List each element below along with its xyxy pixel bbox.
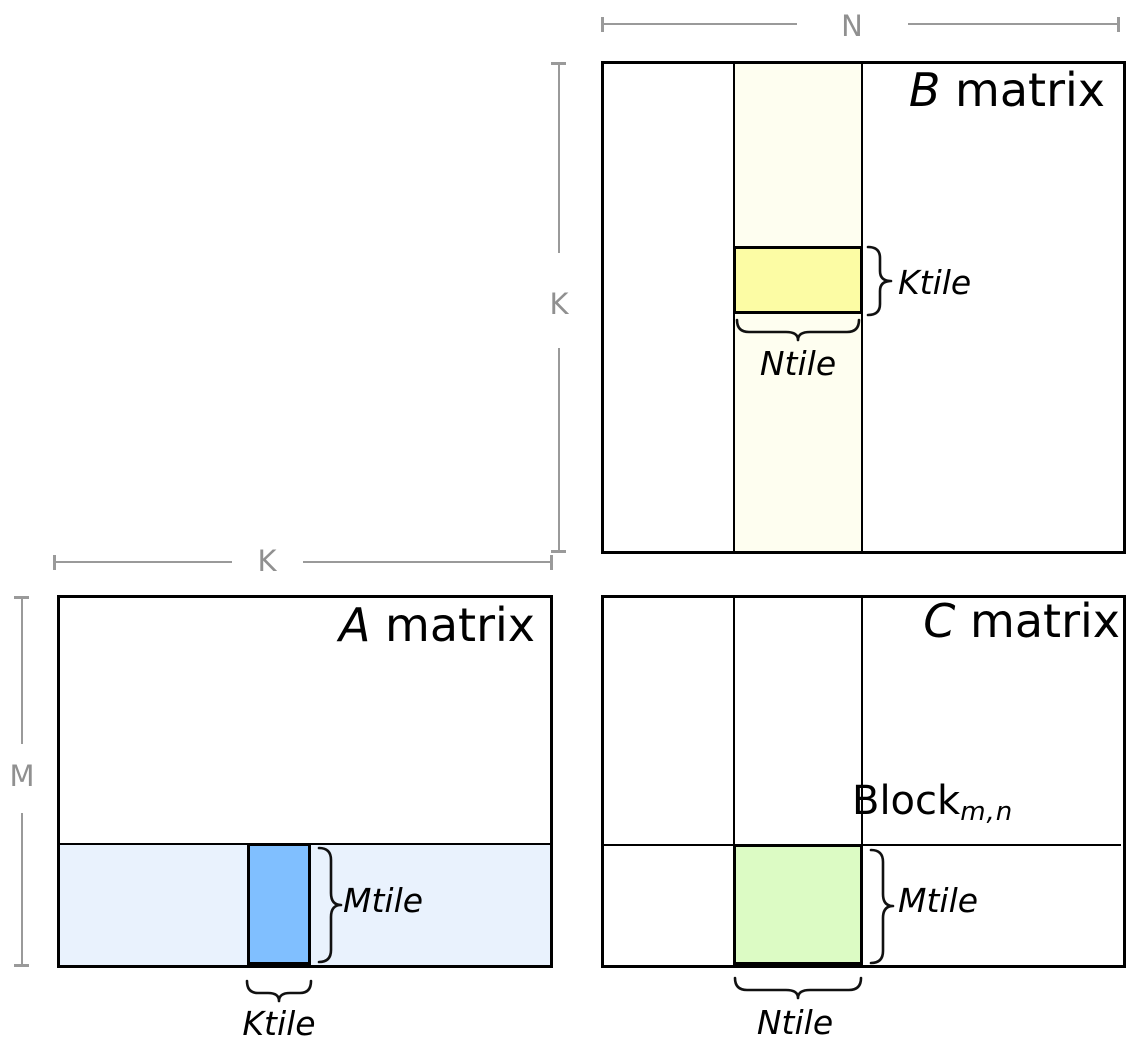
m-dimension-tick: [14, 964, 29, 967]
k-dimension-line-a: [54, 561, 232, 563]
k-dimension-tick-b: [551, 62, 566, 65]
c-column-line: [861, 598, 863, 844]
b-ktile-label: Ktile: [898, 263, 972, 302]
m-dimension-line: [21, 598, 23, 744]
m-dimension-label: M: [9, 759, 35, 793]
matrix-b: [601, 61, 1126, 554]
c-matrix-title: C matrix: [860, 598, 1120, 644]
k-dimension-label-b: K: [549, 287, 569, 321]
n-dimension-line: [602, 23, 797, 25]
c-block-label: Blockm,n: [852, 781, 1013, 825]
c-block-label-subscript: m,n: [960, 797, 1014, 827]
m-dimension-line: [21, 813, 23, 966]
c-ntile-label: Ntile: [756, 1003, 834, 1042]
b-matrix-title-letter: B: [908, 63, 941, 117]
a-mtile-label: Mtile: [343, 881, 424, 920]
b-ktile-brace-icon: [866, 245, 893, 317]
a-matrix-title: A matrix: [275, 602, 535, 648]
k-dimension-line-b: [558, 348, 560, 553]
a-matrix-title-word: matrix: [370, 598, 535, 652]
a-ktile-tile: [247, 843, 311, 965]
c-block-label-word: Block: [852, 778, 961, 824]
n-dimension-line: [908, 23, 1120, 25]
c-ntile-brace-icon: [733, 976, 863, 1000]
c-mtile-label: Mtile: [898, 881, 979, 920]
k-dimension-tick-a: [53, 555, 56, 570]
b-matrix-title: B matrix: [845, 67, 1105, 113]
k-dimension-line-a: [303, 561, 552, 563]
a-mtile-brace-icon: [317, 846, 343, 964]
k-dimension-tick-b: [551, 550, 566, 553]
c-mtile-brace-icon: [869, 848, 895, 965]
a-ktile-brace-icon: [245, 979, 313, 1003]
k-dimension-tick-a: [550, 555, 553, 570]
b-matrix-title-word: matrix: [940, 63, 1105, 117]
n-dimension-tick: [601, 17, 604, 32]
c-column-line: [733, 598, 735, 844]
a-matrix-title-letter: A: [338, 598, 371, 652]
n-dimension-label: N: [841, 9, 863, 43]
c-matrix-title-letter: C: [923, 594, 956, 648]
a-ktile-label: Ktile: [242, 1004, 316, 1043]
b-ktile-tile: [733, 246, 863, 314]
n-dimension-tick: [1117, 17, 1120, 32]
m-dimension-tick: [14, 596, 29, 599]
matrix-c: [601, 595, 1126, 968]
c-matrix-title-word: matrix: [955, 594, 1120, 648]
c-block-tile: [733, 844, 863, 965]
k-dimension-label-a: K: [257, 544, 277, 578]
b-ntile-brace-icon: [735, 318, 861, 342]
k-dimension-line-b: [558, 63, 560, 253]
b-ntile-label: Ntile: [759, 344, 837, 383]
